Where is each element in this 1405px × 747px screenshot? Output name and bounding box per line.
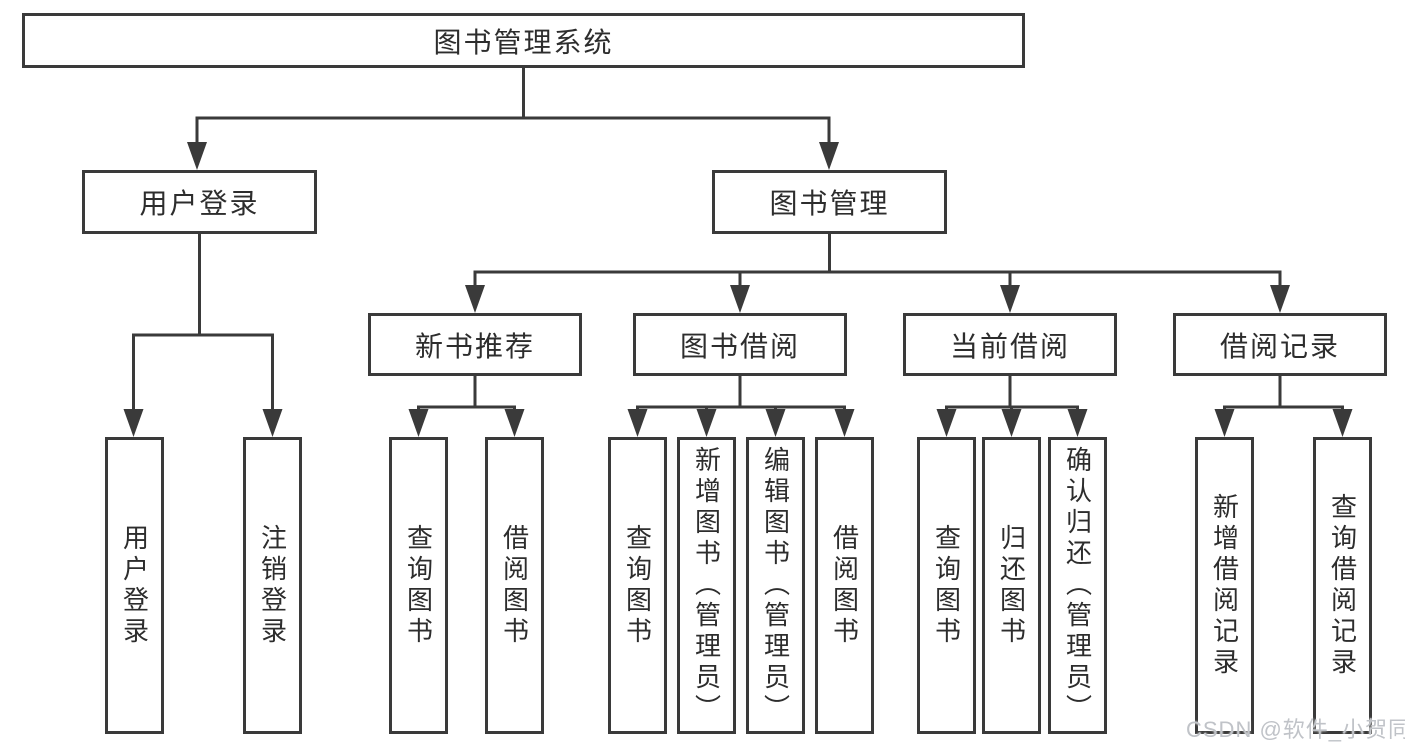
arrow-down-icon: [1000, 285, 1020, 313]
leaf-confirm-return-admin: 确认归还（管理员）: [1048, 437, 1107, 734]
leaf-query-borrow-record: 查询借阅记录: [1313, 437, 1372, 734]
arrow-down-icon: [765, 409, 786, 437]
arrow-down-icon: [1067, 409, 1088, 437]
node-new-book-recommend: 新书推荐: [368, 313, 582, 376]
leaf-add-books-admin: 新增图书（管理员）: [677, 437, 736, 734]
arrow-down-icon: [1332, 409, 1353, 437]
arrow-down-icon: [1001, 409, 1022, 437]
leaf-query-books-borrowing: 查询图书: [608, 437, 667, 734]
csdn-watermark: CSDN @软件_小贺同学: [1186, 717, 1405, 742]
tree-connector-paths: [132, 68, 1344, 410]
arrow-down-icon: [1270, 285, 1290, 313]
arrow-down-icon: [627, 409, 648, 437]
arrow-down-icon: [504, 409, 525, 437]
arrow-down-icon: [696, 409, 717, 437]
arrow-down-icon: [465, 285, 485, 313]
leaf-user-login: 用户登录: [105, 437, 164, 734]
leaf-borrow-books-recommend: 借阅图书: [485, 437, 544, 734]
node-book-borrowing: 图书借阅: [633, 313, 847, 376]
leaf-edit-books-admin: 编辑图书（管理员）: [746, 437, 805, 734]
leaf-logout: 注销登录: [243, 437, 302, 734]
arrow-down-icon: [262, 409, 283, 437]
arrow-down-icon: [408, 409, 429, 437]
node-user-login: 用户登录: [82, 170, 317, 234]
arrow-down-icon: [936, 409, 957, 437]
node-borrowing-records: 借阅记录: [1173, 313, 1387, 376]
leaf-query-books-recommend: 查询图书: [389, 437, 448, 734]
leaf-add-borrow-record: 新增借阅记录: [1195, 437, 1254, 734]
leaf-return-books: 归还图书: [982, 437, 1041, 734]
leaf-query-books-current: 查询图书: [917, 437, 976, 734]
node-book-management: 图书管理: [712, 170, 947, 234]
arrow-down-icon: [819, 142, 839, 170]
arrow-down-icon: [1214, 409, 1235, 437]
arrowheads: [123, 142, 1353, 437]
arrow-down-icon: [187, 142, 207, 170]
leaf-borrow-books: 借阅图书: [815, 437, 874, 734]
arrow-down-icon: [834, 409, 855, 437]
arrow-down-icon: [730, 285, 750, 313]
node-current-borrowing: 当前借阅: [903, 313, 1117, 376]
arrow-down-icon: [123, 409, 144, 437]
node-library-system-root: 图书管理系统: [22, 13, 1025, 68]
